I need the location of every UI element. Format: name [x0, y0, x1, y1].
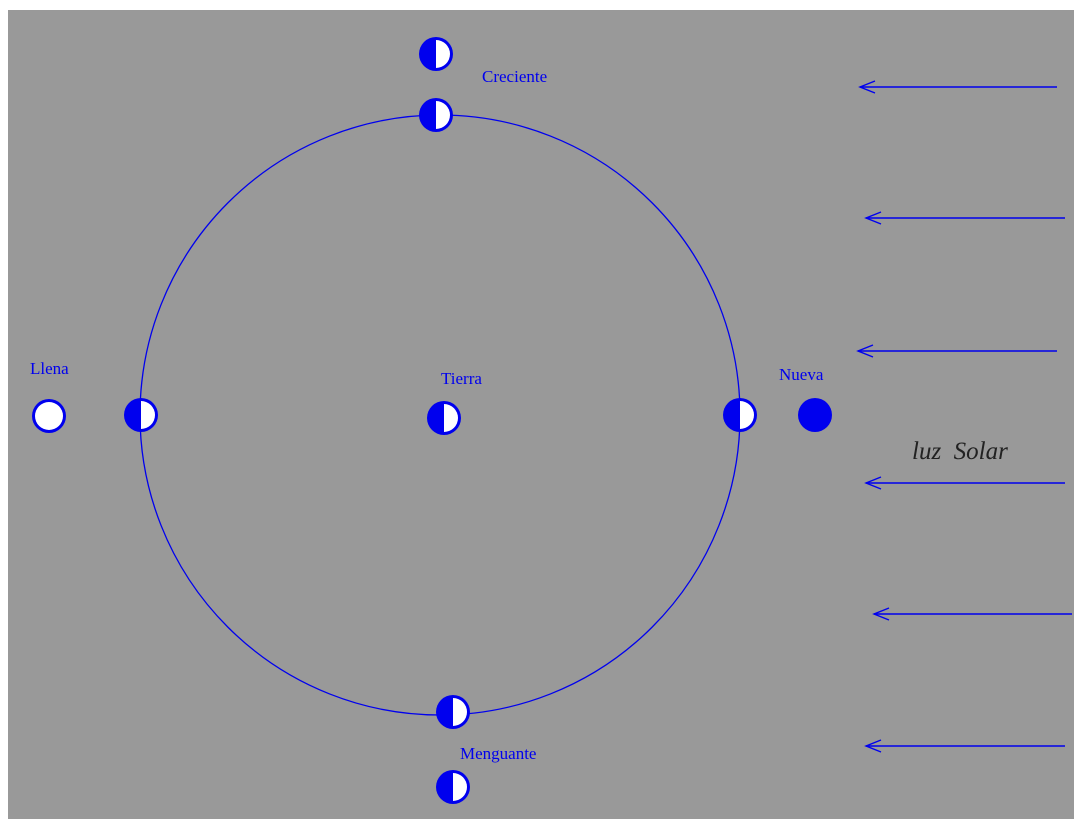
- moon-orbit-bottom: [436, 695, 470, 729]
- moon-llena: [32, 399, 66, 433]
- label-creciente: Creciente: [482, 67, 547, 86]
- label-luz-solar: luz Solar: [912, 438, 1008, 465]
- earth: [427, 401, 461, 435]
- moon-orbit-right: [723, 398, 757, 432]
- label-llena: Llena: [30, 359, 69, 378]
- moon-orbit-left: [124, 398, 158, 432]
- moon-orbit-top: [419, 98, 453, 132]
- moon-menguante-outer: [436, 770, 470, 804]
- moon-nueva: [798, 398, 832, 432]
- label-nueva: Nueva: [779, 365, 824, 384]
- label-tierra: Tierra: [441, 369, 482, 388]
- label-menguante: Menguante: [460, 744, 536, 763]
- moon-creciente-outer: [419, 37, 453, 71]
